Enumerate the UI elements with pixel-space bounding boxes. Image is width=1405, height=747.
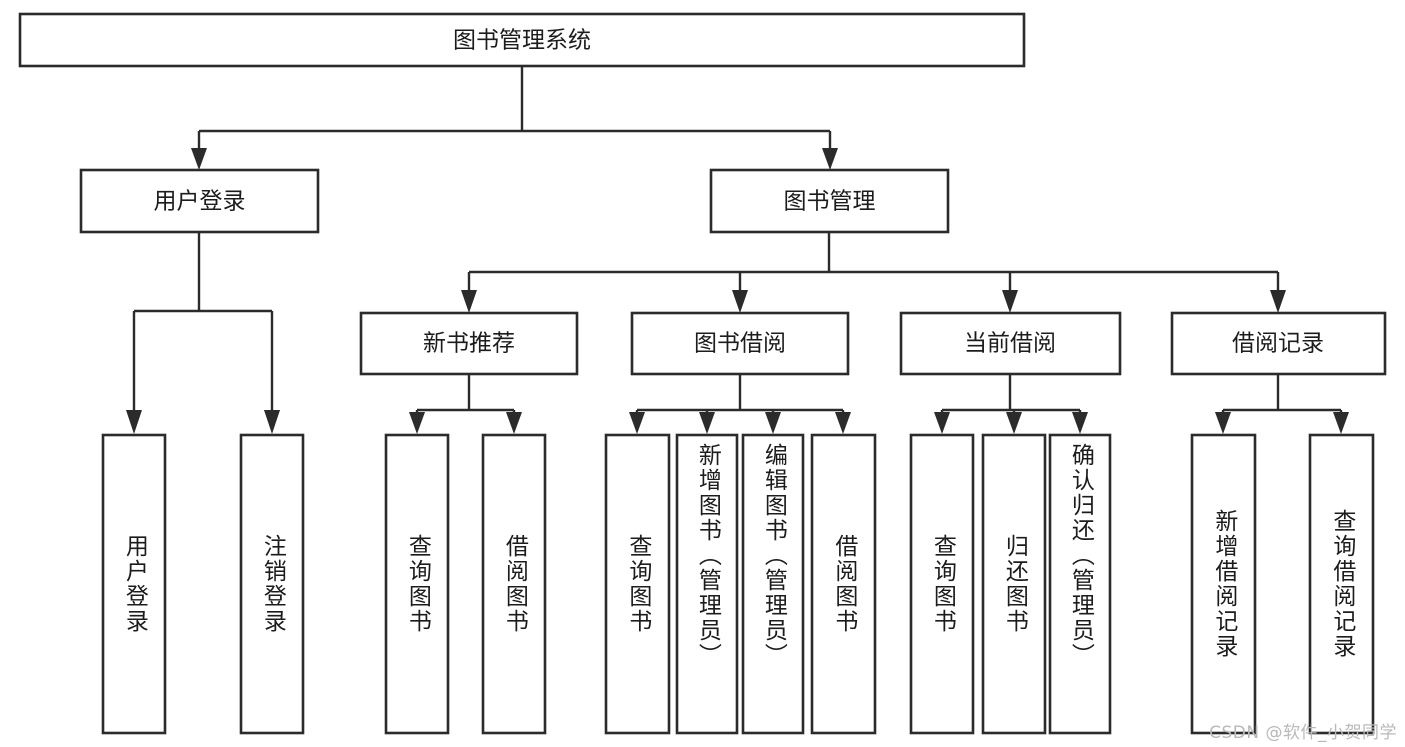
arrow-head-icon xyxy=(732,290,748,313)
leaf-box-query-book-3[interactable] xyxy=(909,433,975,735)
arrow-head-icon xyxy=(461,290,477,313)
user-login-label: 用户登录 xyxy=(154,189,246,215)
current-borrow-label: 当前借阅 xyxy=(964,331,1056,357)
connector-book-borrow-to-leaves xyxy=(629,374,851,434)
arrow-head-icon xyxy=(1002,290,1018,313)
new-book-rec-box[interactable] xyxy=(359,311,579,376)
connector-book-manage-to-level3 xyxy=(461,232,1286,313)
leaf-box-confirm-return[interactable] xyxy=(1048,433,1112,735)
node-new-book-rec[interactable]: 新书推荐 xyxy=(359,311,579,376)
arrow-head-icon xyxy=(822,148,838,170)
leaf-box-query-book-2[interactable] xyxy=(604,433,671,735)
arrow-head-icon xyxy=(629,412,645,434)
leaf-box-add-record[interactable] xyxy=(1190,433,1257,735)
leaf-box-query-book-1[interactable] xyxy=(384,433,450,735)
root-label: 图书管理系统 xyxy=(453,28,591,54)
connector-current-borrow-to-leaves xyxy=(934,374,1088,434)
arrow-head-icon xyxy=(506,412,522,434)
connector-user-login-to-leaves xyxy=(126,232,280,434)
book-manage-label: 图书管理 xyxy=(784,189,876,215)
arrow-head-icon xyxy=(264,410,280,434)
watermark-text: CSDN @软件_小贺同学 xyxy=(1209,723,1397,743)
leaf-box-return-book[interactable] xyxy=(981,433,1047,735)
leaf-box-borrow-book-2[interactable] xyxy=(810,433,877,735)
arrow-head-icon xyxy=(1006,412,1022,434)
arrow-head-icon xyxy=(934,412,950,434)
node-book-borrow[interactable]: 图书借阅 xyxy=(630,311,850,376)
leaf-box-user-login[interactable] xyxy=(101,433,167,735)
borrow-record-label: 借阅记录 xyxy=(1232,331,1324,357)
arrow-head-icon xyxy=(835,412,851,434)
leaf-box-edit-book[interactable] xyxy=(741,433,805,735)
current-borrow-box[interactable] xyxy=(899,311,1122,376)
arrow-head-icon xyxy=(765,412,781,434)
user-login-box[interactable] xyxy=(79,168,320,234)
node-book-manage[interactable]: 图书管理 xyxy=(709,168,950,234)
new-book-rec-label: 新书推荐 xyxy=(423,331,515,357)
arrow-head-icon xyxy=(1270,290,1286,313)
root-box[interactable] xyxy=(18,12,1026,68)
node-root[interactable]: 图书管理系统 xyxy=(18,12,1026,68)
leaf-box-logout[interactable] xyxy=(239,433,305,735)
arrow-head-icon xyxy=(1215,412,1231,434)
leaf-box-add-book[interactable] xyxy=(675,433,739,735)
node-user-login[interactable]: 用户登录 xyxy=(79,168,320,234)
arrow-head-icon xyxy=(1072,412,1088,434)
leaf-box-query-record[interactable] xyxy=(1308,433,1375,735)
book-borrow-label: 图书借阅 xyxy=(694,331,786,357)
arrow-head-icon xyxy=(1333,412,1349,434)
leaf-box-borrow-book-1[interactable] xyxy=(481,433,547,735)
connector-new-book-rec-to-leaves xyxy=(409,374,522,434)
node-borrow-record[interactable]: 借阅记录 xyxy=(1170,311,1387,376)
connector-root-to-level2 xyxy=(191,66,838,170)
arrow-head-icon xyxy=(699,412,715,434)
arrow-head-icon xyxy=(409,412,425,434)
arrow-head-icon xyxy=(126,410,142,434)
arrow-head-icon xyxy=(191,148,207,170)
connector-borrow-record-to-leaves xyxy=(1215,374,1349,434)
node-current-borrow[interactable]: 当前借阅 xyxy=(899,311,1122,376)
